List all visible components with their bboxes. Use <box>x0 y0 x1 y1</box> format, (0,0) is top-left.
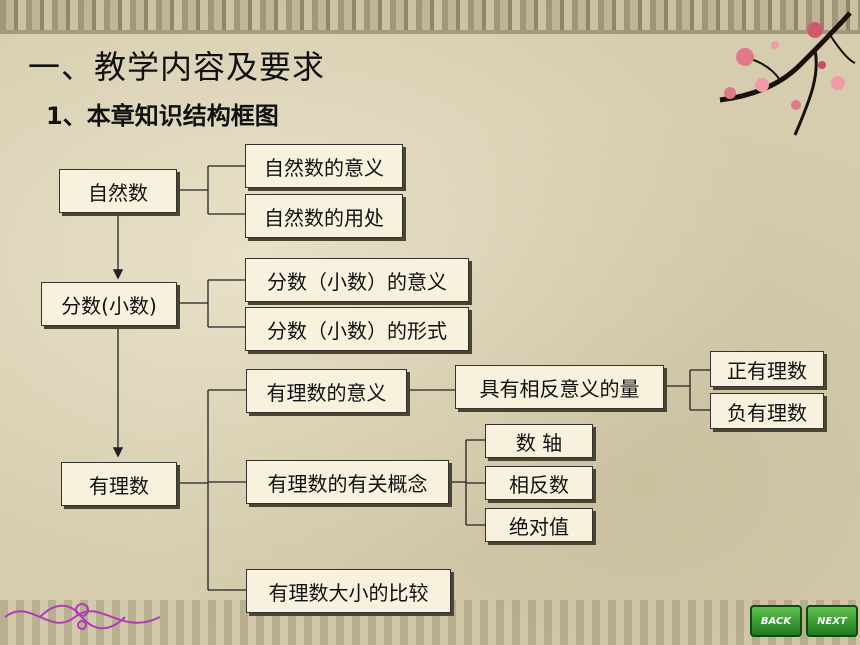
node-rational-meaning: 有理数的意义 <box>246 369 407 413</box>
flourish-decoration <box>4 603 161 630</box>
decorative-top-border-line <box>0 30 860 34</box>
decorative-top-border <box>0 0 860 30</box>
edge-rational-branches <box>177 389 246 591</box>
edge-opposite-branches <box>664 369 710 411</box>
node-fraction-meaning: 分数（小数）的意义 <box>245 258 469 302</box>
plum-blossom-decoration <box>719 11 856 136</box>
slide-subtitle: 1、本章知识结构框图 <box>46 102 279 130</box>
node-rational-compare: 有理数大小的比较 <box>246 569 451 613</box>
node-natural-number: 自然数 <box>59 169 177 213</box>
node-rational-number: 有理数 <box>61 462 177 506</box>
node-positive-rational: 正有理数 <box>710 351 824 387</box>
next-button[interactable]: NEXT <box>806 605 858 637</box>
node-natural-use: 自然数的用处 <box>245 194 403 238</box>
node-fraction: 分数(小数) <box>41 282 177 326</box>
back-button[interactable]: BACK <box>750 605 802 637</box>
node-rational-concepts: 有理数的有关概念 <box>246 460 449 504</box>
edge-natural-branches <box>177 165 245 215</box>
node-number-line: 数 轴 <box>485 424 593 458</box>
edge-concepts-branches <box>449 439 485 526</box>
node-absolute-value: 绝对值 <box>485 508 593 542</box>
node-natural-meaning: 自然数的意义 <box>245 144 403 188</box>
node-opposite-number: 相反数 <box>485 466 593 500</box>
node-opposite-quantity: 具有相反意义的量 <box>455 365 664 409</box>
slide-title: 一、教学内容及要求 <box>28 48 326 86</box>
node-fraction-form: 分数（小数）的形式 <box>245 307 469 351</box>
node-negative-rational: 负有理数 <box>710 393 824 429</box>
edge-fraction-branches <box>177 279 245 328</box>
